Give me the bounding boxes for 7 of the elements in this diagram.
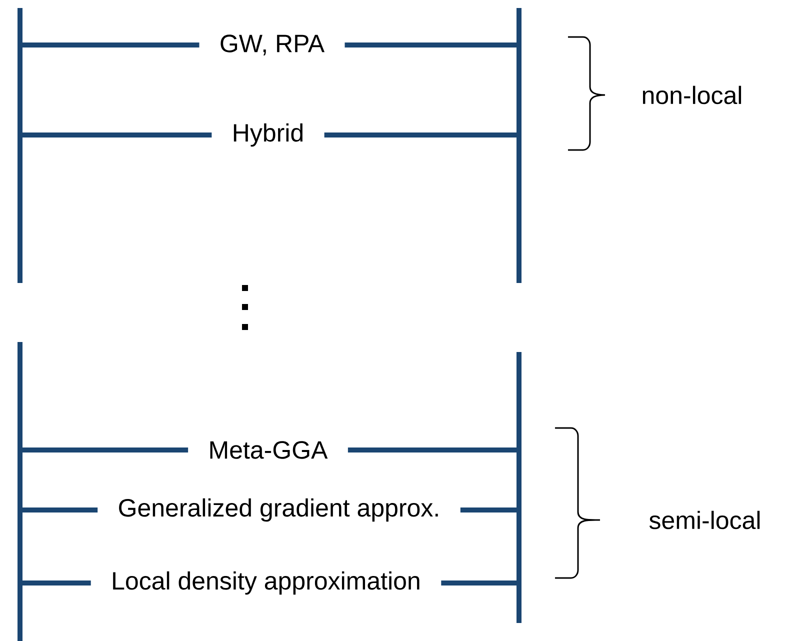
rung-label: Generalized gradient approx. <box>119 498 438 522</box>
rung-label: GW, RPA <box>220 34 325 56</box>
group-label: semi-local <box>649 510 760 530</box>
rung-label: Local density approximation <box>113 571 420 595</box>
rung-label: Hybrid <box>234 123 302 147</box>
rung-label: Meta-GGA <box>210 441 328 459</box>
group-label: non-local <box>642 86 742 104</box>
